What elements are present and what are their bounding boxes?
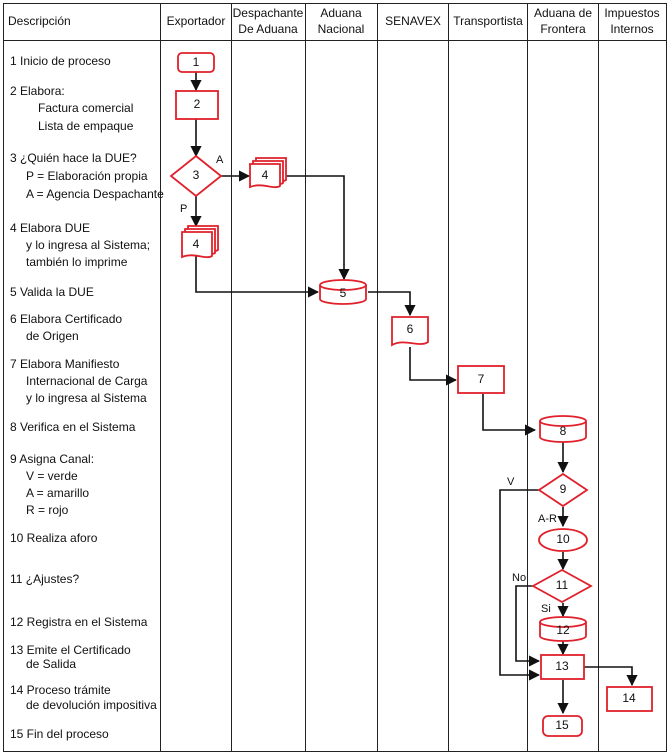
- step-10-line-1: 10 Realiza aforo: [10, 531, 98, 545]
- step-7-line-2: Internacional de Carga: [26, 374, 148, 388]
- header-aduana-frontera-2: Frontera: [540, 22, 586, 36]
- step-11-line-1: 11 ¿Ajustes?: [10, 572, 79, 586]
- edge-9-13-verde: [499, 489, 541, 681]
- node-15-label: 15: [555, 718, 569, 732]
- step-2-line-1: 2 Elabora:: [10, 84, 65, 98]
- branch-label-no: No: [512, 572, 526, 584]
- node-2-process: 2: [175, 90, 219, 120]
- branch-label-v: V: [507, 476, 515, 488]
- node-9-label: 9: [560, 482, 567, 496]
- node-7-process: 7: [457, 365, 505, 394]
- branch-label-a: A: [216, 154, 224, 166]
- step-2-line-2: Factura comercial: [38, 101, 133, 115]
- step-7-line-1: 7 Elabora Manifiesto: [10, 357, 120, 371]
- node-13-process: 13: [540, 654, 585, 680]
- step-14-line-2: de devolución impositiva: [26, 698, 157, 712]
- header-exportador: Exportador: [167, 14, 226, 28]
- connectors: [190, 72, 638, 715]
- node-4a-label: 4: [262, 168, 269, 182]
- header-impuestos: Impuestos: [604, 6, 659, 20]
- header-aduana-nacional-2: Nacional: [318, 22, 365, 36]
- step-4-line-3: también lo imprime: [26, 255, 128, 269]
- step-12-line-1: 12 Registra en el Sistema: [10, 615, 148, 629]
- header-aduana-frontera: Aduana de: [534, 6, 592, 20]
- step-1-line-1: 1 Inicio de proceso: [10, 54, 111, 68]
- nodes: 1 2 3 4 4 5: [169, 52, 653, 737]
- header-descripcion: Descripción: [8, 14, 71, 28]
- edge-4a-5: [282, 175, 350, 281]
- step-3-line-1: 3 ¿Quién hace la DUE?: [10, 151, 137, 165]
- step-list: 1 Inicio de proceso 2 Elabora: Factura c…: [10, 54, 164, 741]
- node-14-label: 14: [622, 691, 636, 705]
- edge-13-14: [584, 666, 638, 687]
- node-5-label: 5: [340, 286, 347, 300]
- step-6-line-2: de Origen: [26, 329, 79, 343]
- edge-11-13-no: [515, 585, 541, 667]
- step-13-line-1: 13 Emite el Certificado: [10, 643, 131, 657]
- node-12-label: 12: [556, 623, 570, 637]
- node-1-label: 1: [193, 55, 200, 69]
- node-10-label: 10: [556, 532, 570, 546]
- node-1-start-terminator: 1: [177, 52, 215, 73]
- node-3-label: 3: [193, 168, 200, 182]
- node-4p-label: 4: [193, 237, 200, 251]
- swimlane-grid: [3, 3, 667, 752]
- step-2-line-3: Lista de empaque: [38, 119, 134, 133]
- header-senavex: SENAVEX: [385, 14, 441, 28]
- node-8-database: 8: [539, 415, 587, 443]
- step-7-line-3: y lo ingresa al Sistema: [26, 391, 147, 405]
- node-8-label: 8: [560, 424, 567, 438]
- node-4-multidocument-propia: 4: [181, 225, 219, 259]
- node-7-label: 7: [478, 372, 485, 386]
- node-12-database: 12: [539, 616, 587, 642]
- node-10-ellipse: 10: [538, 528, 588, 552]
- step-8-line-1: 8 Verifica en el Sistema: [10, 420, 136, 434]
- header-despachante-2: De Aduana: [238, 22, 298, 36]
- header-row: Descripción Exportador Despachante De Ad…: [8, 6, 660, 36]
- step-3-line-2: P = Elaboración propia: [26, 169, 148, 183]
- branch-labels: A P V A-R No Si: [180, 154, 557, 615]
- node-15-end-terminator: 15: [542, 715, 583, 737]
- step-13-line-2: de Salida: [26, 657, 76, 671]
- edge-5-6: [368, 291, 416, 317]
- node-9-decision: 9: [537, 472, 589, 508]
- step-4-line-2: y lo ingresa al Sistema;: [26, 238, 150, 252]
- node-3-decision: 3: [169, 154, 223, 198]
- header-aduana-nacional: Aduana: [320, 6, 362, 20]
- node-6-label: 6: [407, 322, 414, 336]
- step-9-line-2: V = verde: [26, 469, 78, 483]
- header-impuestos-2: Internos: [610, 22, 653, 36]
- header-transportista: Transportista: [453, 14, 523, 28]
- node-4-multidocument-agencia: 4: [249, 157, 287, 189]
- branch-label-a-r: A-R: [538, 513, 557, 525]
- edge-6-7: [409, 347, 458, 386]
- node-11-decision: 11: [531, 568, 593, 604]
- node-6-document: 6: [391, 316, 429, 347]
- step-9-line-1: 9 Asigna Canal:: [10, 452, 94, 466]
- branch-label-p: P: [180, 203, 187, 215]
- step-5-line-1: 5 Valida la DUE: [10, 285, 94, 299]
- node-14-process: 14: [606, 686, 653, 712]
- step-9-line-3: A = amarillo: [26, 486, 89, 500]
- step-15-line-1: 15 Fin del proceso: [10, 727, 109, 741]
- step-3-line-3: A = Agencia Despachante: [26, 187, 164, 201]
- node-5-database: 5: [319, 279, 367, 305]
- header-despachante: Despachante: [233, 6, 304, 20]
- node-2-label: 2: [194, 97, 201, 111]
- step-14-line-1: 14 Proceso trámite: [10, 683, 111, 697]
- step-4-line-1: 4 Elabora DUE: [10, 221, 90, 235]
- step-9-line-4: R = rojo: [26, 503, 69, 517]
- node-13-label: 13: [555, 659, 569, 673]
- node-11-label: 11: [556, 578, 569, 592]
- branch-label-si: Si: [541, 603, 551, 615]
- edge-4p-5: [195, 256, 320, 298]
- edge-7-8: [482, 394, 537, 436]
- step-6-line-1: 6 Elabora Certificado: [10, 312, 122, 326]
